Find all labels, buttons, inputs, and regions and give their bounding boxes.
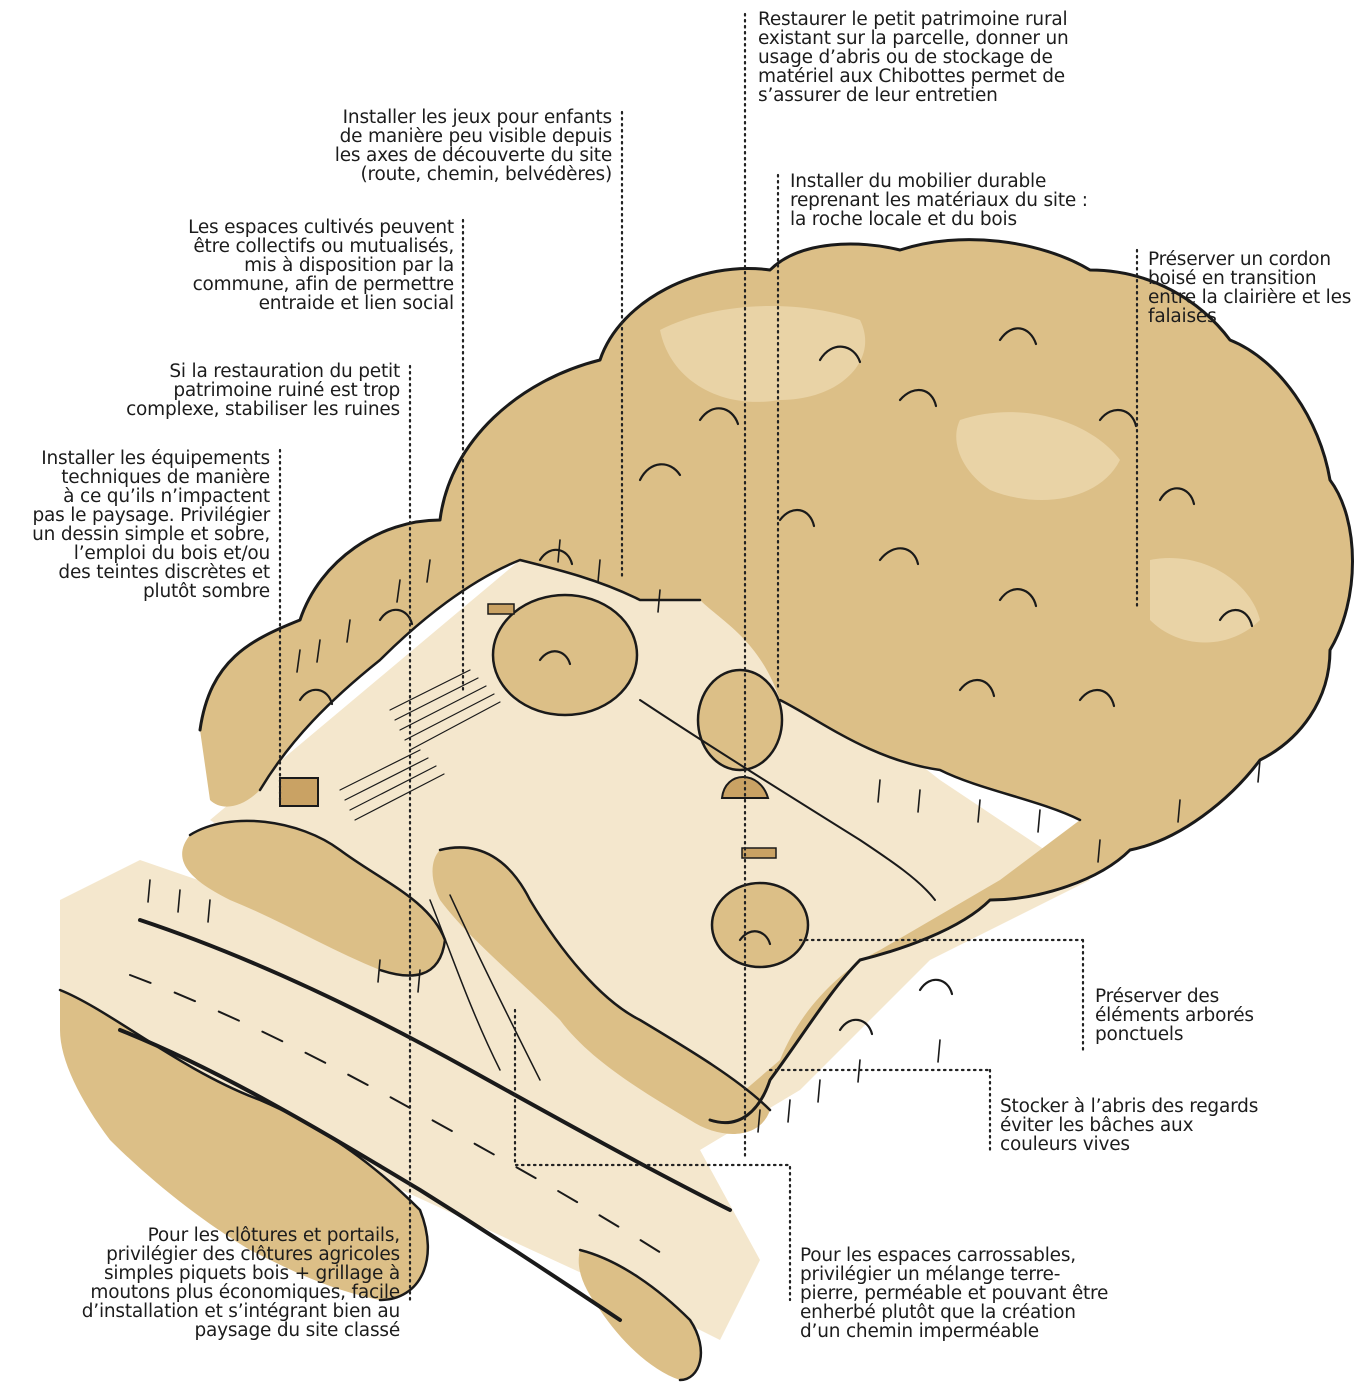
- annotation-stocker: Stocker à l’abris des regards éviter les…: [1000, 1097, 1300, 1154]
- annotation-elements-arbores: Préserver des éléments arborés ponctuels: [1095, 987, 1295, 1044]
- annotation-mobilier: Installer du mobilier durable reprenant …: [790, 172, 1150, 229]
- annotation-clotures: Pour les clôtures et portails, privilégi…: [40, 1226, 400, 1340]
- annotation-carrossables: Pour les espaces carrossables, privilégi…: [800, 1246, 1180, 1341]
- annotation-espaces-cultives: Les espaces cultivés peuvent être collec…: [110, 218, 454, 313]
- annotation-ruines: Si la restauration du petit patrimoine r…: [100, 362, 400, 419]
- annotation-jeux-enfants: Installer les jeux pour enfants de maniè…: [290, 108, 612, 184]
- annotation-petit-patrimoine: Restaurer le petit patrimoine rural exis…: [758, 10, 1158, 105]
- annotation-equipements: Installer les équipements techniques de …: [0, 449, 270, 601]
- picnic-table: [488, 604, 514, 614]
- annotation-cordon-boise: Préserver un cordon boisé en transition …: [1148, 250, 1371, 326]
- shed: [280, 778, 318, 806]
- bench: [742, 848, 776, 858]
